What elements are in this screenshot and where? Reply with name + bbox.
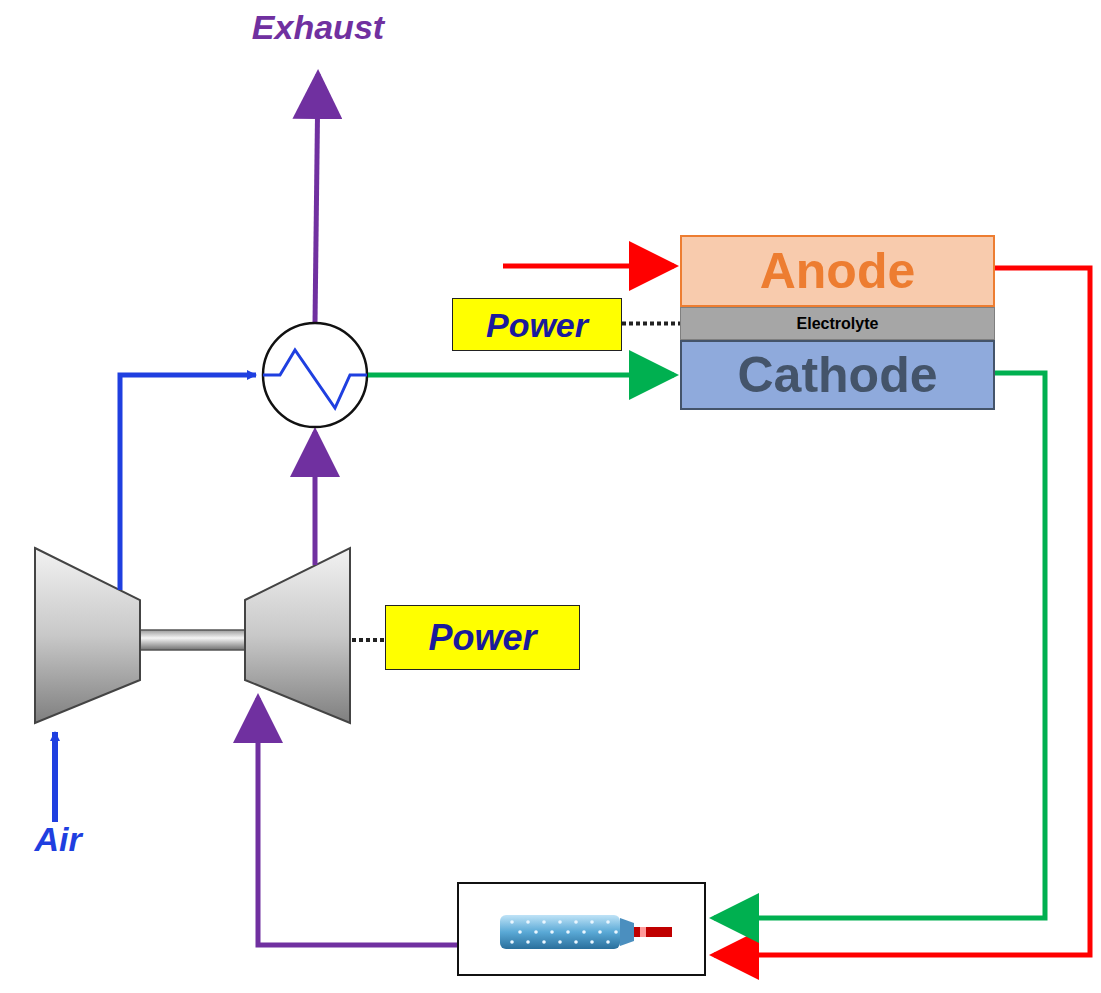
cathode-layer: Cathode — [680, 340, 995, 410]
air-label: Air — [34, 820, 81, 859]
node-label: Anode — [760, 246, 916, 296]
exhaust-label: Exhaust — [252, 8, 384, 47]
power-output: Power — [452, 298, 622, 351]
electrolyte-layer: Electrolyte — [680, 307, 995, 340]
power-output: Power — [385, 605, 580, 670]
node-label: Power — [486, 308, 588, 342]
power-link — [622, 322, 680, 326]
anode-layer: Anode — [680, 235, 995, 307]
node-label: Electrolyte — [797, 316, 879, 332]
node-label: Power — [428, 620, 536, 656]
node-label: Cathode — [738, 350, 938, 400]
